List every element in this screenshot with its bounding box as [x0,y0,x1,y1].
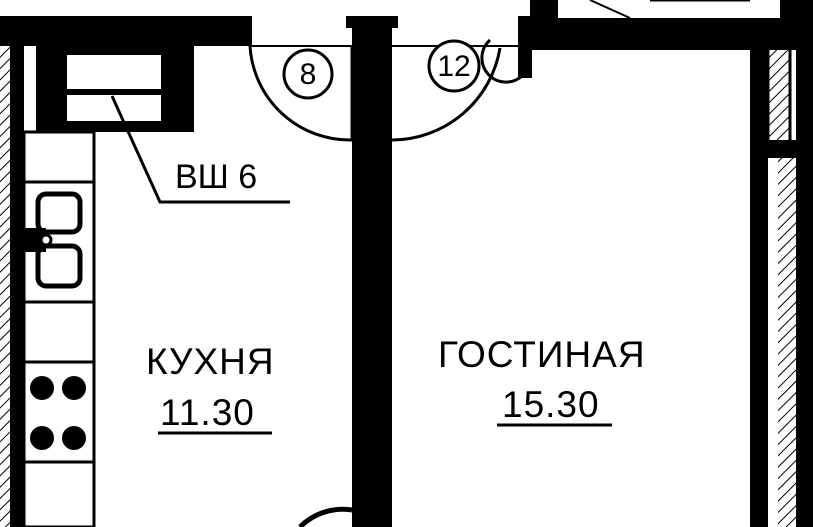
door-swing-12-tail [480,38,523,84]
kitchen-area: 11.30 [160,392,255,433]
wall-left-edge [10,46,24,527]
living-room-area: 15.30 [502,384,600,425]
stove-burner [30,426,54,450]
wall-interior [352,16,392,527]
wall-right-hatch [766,28,792,147]
wall-top-right-box [780,0,813,18]
kitchen-counter [22,130,96,527]
top-detail-line [589,0,631,19]
door-swing-12 [391,47,502,142]
sink-faucet-knob [39,233,53,247]
stove-burner [62,376,86,400]
door-swing-8 [248,45,353,142]
shaft-leader-line [110,95,290,204]
living-room-name: ГОСТИНАЯ [438,334,646,375]
sink-bowl-bottom [35,243,83,289]
shaft-inner-bottom [65,93,163,123]
door-swing-lower [298,506,353,527]
kitchen-name: КУХНЯ [146,341,275,382]
wall-top-right-inner [530,0,558,50]
wall-right-hatch-lower [778,155,796,527]
wall-right-outer [796,40,813,527]
door-number-circle-8 [282,48,334,100]
door-jamb-right [518,16,532,78]
shaft-label: ВШ 6 [175,158,258,196]
wall-right-ledge [750,140,813,158]
door-number-12: 12 [437,50,471,83]
sink-bowl-top [35,191,83,235]
wall-top-left [0,16,250,46]
shaft-inner-top [65,53,163,91]
stove-burner [62,426,86,450]
door-number-8: 8 [299,58,317,91]
door-jamb-left [238,16,252,46]
stove-burner [30,376,54,400]
wall-left-outer [0,46,10,527]
sink-faucet [24,228,46,252]
wall-interior-top-cap [346,16,398,28]
door-number-circle-12 [427,39,481,93]
wall-right-inner [750,40,768,527]
